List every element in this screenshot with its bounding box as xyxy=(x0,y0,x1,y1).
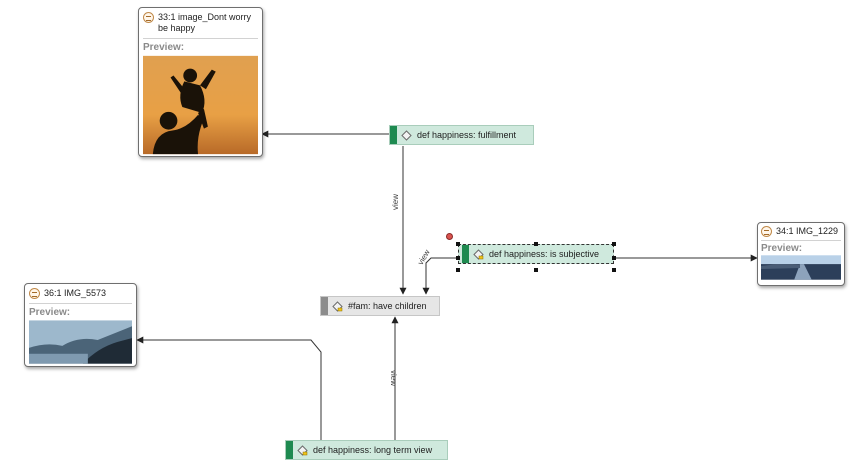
selection-handle[interactable] xyxy=(612,242,616,246)
selection-handle[interactable] xyxy=(612,256,616,260)
link-subjective-fam xyxy=(422,257,458,295)
document-title: 33:1 image_Dont worry be happy xyxy=(158,12,252,33)
link-label-view: view xyxy=(416,248,432,267)
comment-indicator-dot[interactable] xyxy=(446,233,453,240)
selection-handle[interactable] xyxy=(534,242,538,246)
code-color-bar xyxy=(462,245,469,263)
code-diamond-icon xyxy=(401,129,412,141)
document-icon xyxy=(29,288,40,299)
code-label: def happiness: fulfillment xyxy=(417,130,517,140)
code-color-bar xyxy=(390,126,397,144)
document-card-33[interactable]: 33:1 image_Dont worry be happy Preview: xyxy=(138,7,263,157)
preview-label: Preview: xyxy=(29,307,71,318)
document-card-36[interactable]: 36:1 IMG_5573 Preview: xyxy=(24,283,137,367)
code-label: def happiness: long term view xyxy=(313,445,433,455)
code-diamond-comment-icon xyxy=(297,444,308,456)
code-node-fulfillment[interactable]: def happiness: fulfillment xyxy=(389,125,534,145)
code-node-long-term-view[interactable]: def happiness: long term view xyxy=(285,440,448,460)
document-title: 36:1 IMG_5573 xyxy=(44,288,107,298)
document-card-34[interactable]: 34:1 IMG_1229 Preview: xyxy=(757,222,845,286)
document-header: 34:1 IMG_1229 xyxy=(761,226,841,241)
link-label-view: view xyxy=(391,193,400,210)
code-diamond-comment-icon xyxy=(473,248,484,260)
preview-label: Preview: xyxy=(143,42,185,53)
selection-handle[interactable] xyxy=(456,242,460,246)
preview-label: Preview: xyxy=(761,243,803,254)
code-label: #fam: have children xyxy=(348,301,427,311)
preview-image-road-landscape xyxy=(761,255,841,280)
code-node-have-children[interactable]: #fam: have children xyxy=(320,296,440,316)
selection-handle[interactable] xyxy=(456,256,460,260)
document-icon xyxy=(761,226,772,237)
preview-image-mountain-lake xyxy=(29,320,132,364)
selection-handle[interactable] xyxy=(456,268,460,272)
code-color-bar xyxy=(321,297,328,315)
code-diamond-comment-icon xyxy=(332,300,343,312)
document-icon xyxy=(143,12,154,23)
preview-image-parent-child-silhouette xyxy=(143,55,258,155)
document-title: 34:1 IMG_1229 xyxy=(776,226,839,236)
selection-handle[interactable] xyxy=(534,268,538,272)
link-label-view: view xyxy=(389,370,398,387)
code-color-bar xyxy=(286,441,293,459)
code-node-is-subjective[interactable]: def happiness: is subjective xyxy=(458,244,614,264)
document-header: 33:1 image_Dont worry be happy xyxy=(143,12,258,39)
document-header: 36:1 IMG_5573 xyxy=(29,288,132,304)
link-longterm-doc36 xyxy=(136,336,322,440)
code-label: def happiness: is subjective xyxy=(489,249,600,259)
selection-handle[interactable] xyxy=(612,268,616,272)
